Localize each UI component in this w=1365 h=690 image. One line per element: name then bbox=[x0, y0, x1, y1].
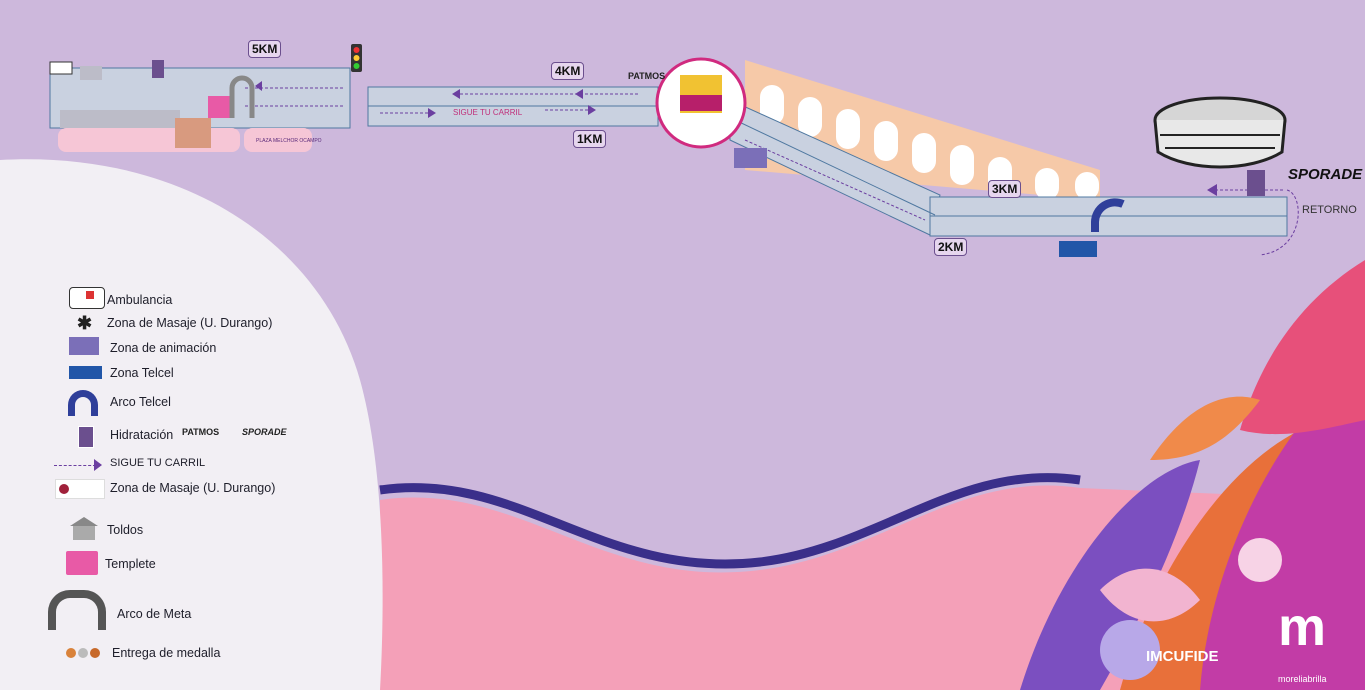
tent-row bbox=[60, 110, 180, 128]
stage-icon bbox=[66, 551, 98, 575]
tent-icon bbox=[70, 517, 98, 541]
morelia-brilla-logo: moreliabrilla bbox=[1278, 674, 1327, 684]
plaza-label: PLAZA MELCHOR OCAMPO bbox=[256, 138, 322, 144]
km-marker-4: 4KM bbox=[551, 62, 585, 80]
wave-line bbox=[379, 473, 1081, 569]
retorno-label: RETORNO bbox=[1302, 204, 1357, 216]
plaza-area bbox=[244, 128, 312, 152]
legend-label-arco-meta: Arco de Meta bbox=[117, 607, 192, 621]
dashed-arrow-icon bbox=[54, 465, 96, 466]
km-marker-2: 2KM bbox=[934, 238, 968, 256]
lane-label: SIGUE TU CARRIL bbox=[453, 108, 523, 117]
legend-label-sigue-carril: SIGUE TU CARRIL bbox=[110, 457, 206, 469]
lane-arrowheads bbox=[255, 81, 1217, 196]
finish-arch-icon bbox=[48, 590, 106, 630]
km-marker-5: 5KM bbox=[248, 40, 282, 58]
arch-icon bbox=[68, 390, 98, 416]
asterisk-icon: ✱ bbox=[77, 313, 93, 333]
patmos-legend-logo: PATMOS bbox=[182, 427, 220, 437]
decorative-flowers bbox=[1020, 260, 1365, 690]
ambulance-icon bbox=[69, 287, 105, 309]
sporade-logo: SPORADE bbox=[1288, 166, 1363, 183]
km-marker-3: 3KM bbox=[988, 180, 1022, 198]
ambulance-map bbox=[49, 61, 73, 75]
tent bbox=[80, 66, 102, 80]
animation-zone bbox=[734, 148, 767, 168]
legend-label-animacion: Zona de animación bbox=[110, 341, 217, 355]
blue-rect-icon bbox=[69, 366, 102, 379]
purple-square-icon bbox=[69, 337, 99, 355]
telcel-arch bbox=[1091, 198, 1125, 232]
morelia-m-logo: m bbox=[1278, 597, 1327, 657]
legend-label-ambulancia: Ambulancia bbox=[107, 293, 173, 307]
imcufide-logo: IMCUFIDE bbox=[1146, 648, 1219, 665]
start-pink-area bbox=[58, 128, 240, 152]
legend-label-arco-telcel: Arco Telcel bbox=[110, 395, 171, 409]
stage bbox=[208, 96, 234, 118]
hydration-start bbox=[152, 60, 164, 78]
arrowhead-icon bbox=[94, 459, 102, 471]
legend-label-templete: Templete bbox=[105, 557, 156, 571]
legend-label-masaje: Zona de Masaje (U. Durango) bbox=[107, 316, 273, 330]
sporade-legend-logo: SPORADE bbox=[242, 427, 287, 437]
hydration-end bbox=[1247, 170, 1265, 196]
university-logo-icon bbox=[55, 479, 105, 499]
telcel-zone bbox=[1059, 241, 1097, 257]
legend-label-toldos: Toldos bbox=[107, 523, 144, 537]
legend-label-hidratacion: Hidratación bbox=[110, 428, 174, 442]
finish-arch bbox=[229, 75, 255, 118]
patmos-logo: PATMOS bbox=[628, 71, 666, 81]
km-marker-1: 1KM bbox=[573, 130, 607, 148]
water-bottle-icon bbox=[78, 426, 94, 448]
legend-label-zona-telcel: Zona Telcel bbox=[110, 366, 174, 380]
medal-icon bbox=[66, 642, 100, 664]
cathedral bbox=[175, 118, 211, 148]
stadium-icon bbox=[1153, 96, 1287, 169]
legend-label-masaje-durango: Zona de Masaje (U. Durango) bbox=[110, 481, 276, 495]
legend-label-medalla: Entrega de medalla bbox=[112, 646, 221, 660]
